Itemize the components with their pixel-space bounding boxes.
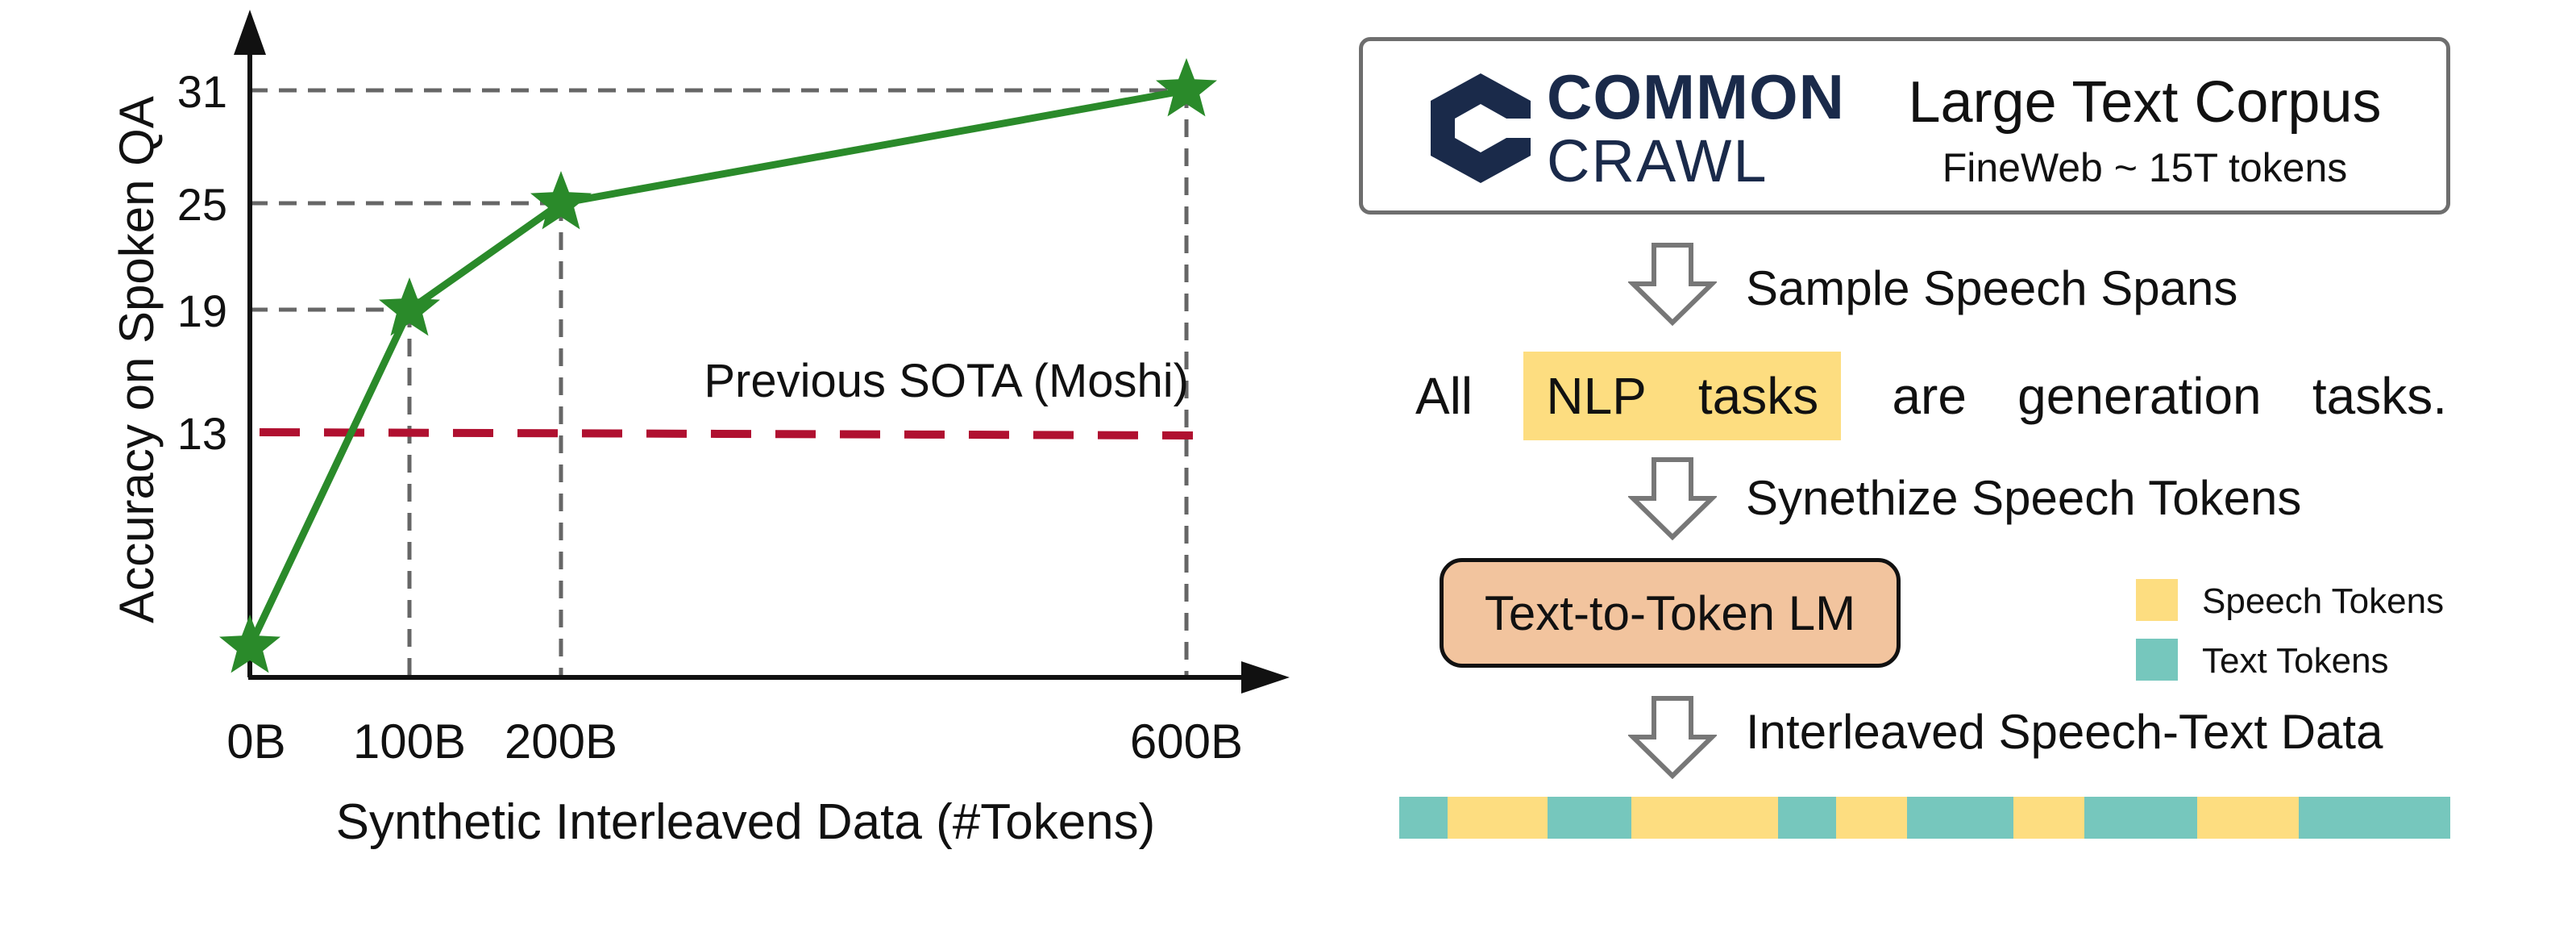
data-point-star (219, 614, 280, 673)
speech-token-segment (2196, 797, 2299, 839)
speech-token-segment (2013, 797, 2084, 839)
interleaved-token-bar (1399, 797, 2450, 839)
legend-text-label: Text Tokens (2202, 641, 2389, 681)
accuracy-chart: 0B 100B 200B 600B 13 19 25 31 Previous SOTA (Mo… (110, 10, 1290, 850)
data-point-star (379, 277, 440, 336)
data-point-star (1156, 58, 1217, 117)
y-tick-label: 31 (177, 66, 227, 117)
x-tick-label: 600B (1130, 714, 1243, 769)
text-token-segment (1399, 797, 1448, 839)
step-interleave-label: Interleaved Speech-Text Data (1746, 705, 2383, 759)
text-token-segment (1777, 797, 1836, 839)
series-line (219, 58, 1217, 673)
x-tick-label: 0B (226, 714, 285, 769)
sentence-word: tasks (1697, 367, 1819, 425)
y-axis-arrow (234, 10, 266, 55)
x-tick-label: 200B (505, 714, 617, 769)
common-crawl-logo-icon (1431, 73, 1539, 183)
down-arrow-icon (1628, 696, 1717, 779)
x-axis-arrow (1241, 661, 1290, 694)
logo-line1: COMMON (1547, 61, 1845, 132)
speech-token-segment (1448, 797, 1548, 839)
example-sentence: All NLP tasks are generation tasks. (1415, 352, 2447, 440)
step-synthesize-label: Synethize Speech Tokens (1746, 471, 2302, 525)
tick-labels: 0B 100B 200B 600B 13 19 25 31 (177, 66, 1243, 769)
x-axis-label: Synthetic Interleaved Data (#Tokens) (336, 794, 1156, 850)
data-point-star (530, 171, 592, 230)
y-tick-label: 19 (177, 285, 227, 336)
legend-text-swatch (2136, 639, 2178, 681)
down-arrow-icon (1628, 243, 1717, 326)
y-tick-label: 13 (177, 408, 227, 459)
guide-lines (250, 88, 1189, 677)
sentence-word: generation (2017, 367, 2262, 425)
y-tick-label: 25 (177, 179, 227, 230)
text-to-token-lm-box: Text-to-Token LM (1440, 558, 1901, 668)
text-token-segment (2084, 797, 2197, 839)
text-token-segment (1906, 797, 2013, 839)
speech-token-segment (1835, 797, 1907, 839)
baseline-line (259, 428, 1194, 440)
text-token-segment (1547, 797, 1631, 839)
sentence-word: All (1415, 367, 1473, 425)
logo-line2: CRAWL (1547, 127, 1768, 194)
step-sample-label: Sample Speech Spans (1746, 261, 2238, 315)
sentence-word: are (1892, 367, 1967, 425)
highlighted-span: NLP tasks (1523, 352, 1842, 440)
speech-token-segment (1631, 797, 1778, 839)
sota-baseline (259, 428, 1194, 440)
text-token-segment (2298, 797, 2450, 839)
corpus-subtitle: FineWeb ~ 15T tokens (1942, 145, 2348, 190)
y-axis-label: Accuracy on Spoken QA (110, 96, 164, 623)
corpus-box: COMMON CRAWL Large Text Corpus FineWeb ~… (1359, 37, 2450, 215)
down-arrow-icon (1628, 457, 1717, 540)
legend-speech-label: Speech Tokens (2202, 581, 2445, 621)
lm-label: Text-to-Token LM (1484, 585, 1856, 640)
corpus-title: Large Text Corpus (1908, 70, 2382, 135)
sentence-word: NLP (1546, 367, 1647, 425)
x-tick-label: 100B (353, 714, 466, 769)
legend-speech-swatch (2136, 579, 2178, 621)
baseline-label: Previous SOTA (Moshi) (704, 355, 1189, 407)
sentence-word: tasks. (2312, 367, 2447, 425)
series-polyline (246, 86, 1187, 648)
